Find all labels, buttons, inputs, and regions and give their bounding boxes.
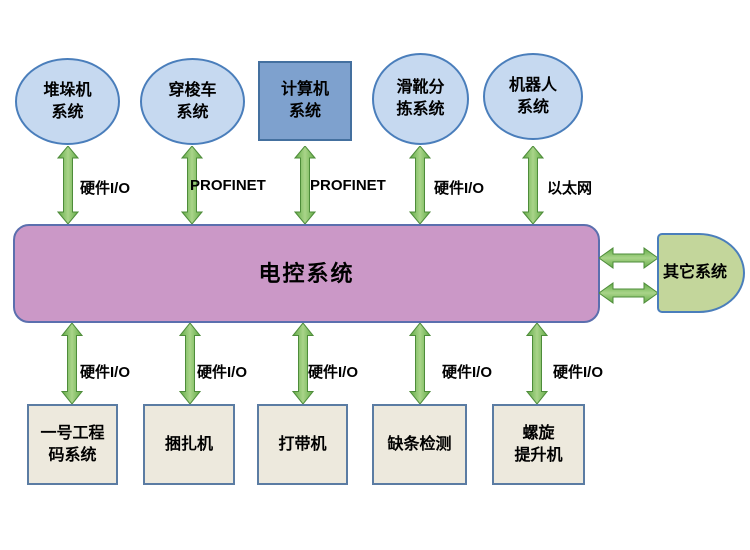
link-label-ethernet: 以太网	[547, 180, 593, 197]
node-label: 滑靴分 拣系统	[396, 79, 445, 118]
node-computer-system: 计算机 系统	[258, 61, 352, 141]
node-project-code-system: 一号工程 码系统	[27, 404, 118, 485]
link-label-hardware-io: 硬件I/O	[197, 364, 248, 381]
node-label: 捆扎机	[164, 435, 213, 453]
link-label-hardware-io: 硬件I/O	[80, 364, 131, 381]
horizontal-double-arrow	[599, 282, 658, 304]
vertical-double-arrow	[409, 323, 431, 404]
node-missing-bar-detection: 缺条检测	[372, 404, 467, 485]
node-label: 缺条检测	[387, 435, 452, 453]
node-label: 电控系统	[258, 260, 355, 286]
vertical-double-arrow	[409, 146, 431, 224]
node-strapping-machine: 捆扎机	[143, 404, 235, 485]
vertical-double-arrow	[294, 146, 316, 224]
link-label-profinet: PROFINET	[310, 177, 386, 194]
link-label-hardware-io: 硬件I/O	[308, 364, 359, 381]
node-label: 机器人 系统	[508, 76, 557, 116]
vertical-double-arrow	[526, 323, 548, 404]
node-central-control-system: 电控系统	[13, 224, 600, 323]
node-label: 计算机 系统	[280, 81, 329, 120]
node-shoe-sorter-system: 滑靴分 拣系统	[372, 53, 469, 145]
node-label: 穿梭车 系统	[168, 81, 217, 121]
link-label-hardware-io: 硬件I/O	[442, 364, 493, 381]
link-label-hardware-io: 硬件I/O	[553, 364, 604, 381]
vertical-double-arrow	[61, 323, 83, 404]
horizontal-double-arrow	[599, 247, 658, 269]
vertical-double-arrow	[522, 146, 544, 224]
node-spiral-elevator: 螺旋 提升机	[492, 404, 585, 485]
vertical-double-arrow	[181, 146, 203, 224]
node-label: 堆垛机 系统	[43, 81, 92, 121]
node-label: 一号工程 码系统	[40, 424, 105, 464]
node-stacker-system: 堆垛机 系统	[15, 58, 120, 145]
node-robot-system: 机器人 系统	[483, 53, 583, 140]
node-other-systems: 其它系统	[657, 233, 745, 313]
vertical-double-arrow	[292, 323, 314, 404]
link-label-hardware-io: 硬件I/O	[434, 180, 485, 197]
node-label: 其它系统	[662, 264, 727, 282]
link-label-hardware-io: 硬件I/O	[80, 180, 131, 197]
vertical-double-arrow	[179, 323, 201, 404]
node-label: 螺旋 提升机	[514, 424, 563, 464]
node-label: 打带机	[278, 435, 327, 453]
vertical-double-arrow	[57, 146, 79, 224]
node-banding-machine: 打带机	[257, 404, 348, 485]
link-label-profinet: PROFINET	[190, 177, 266, 194]
node-shuttle-system: 穿梭车 系统	[140, 58, 245, 145]
